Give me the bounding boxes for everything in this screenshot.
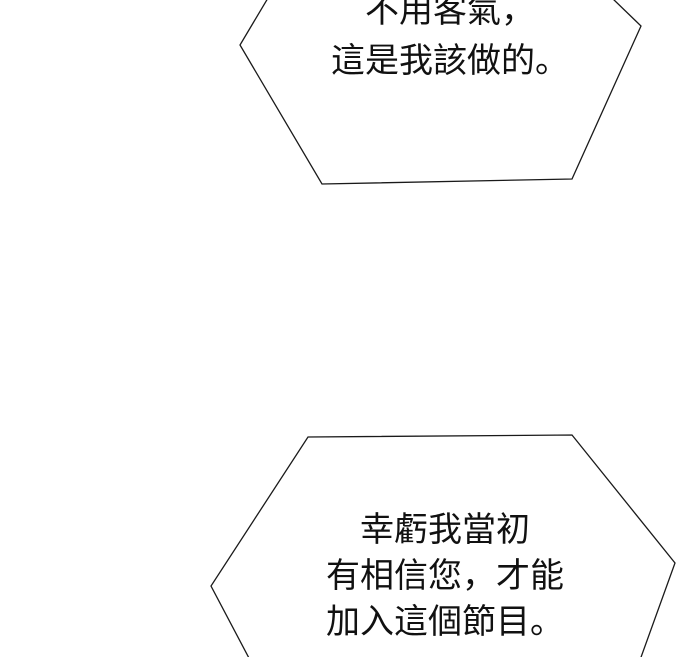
- dialogue-line: 這是我該做的。: [331, 41, 569, 81]
- speech-bubble-outline-bottom: [210, 434, 676, 657]
- dialogue-line: 幸虧我當初: [360, 510, 530, 550]
- speech-bubble-text-top: 不用客氣， 這是我該做的。: [300, 0, 600, 86]
- speech-bubble-outline-top: [239, 0, 642, 185]
- speech-bubble-text-bottom: 幸虧我當初 有相信您，才能 加入這個節目。: [290, 507, 600, 645]
- dialogue-line: 加入這個節目。: [326, 602, 564, 642]
- dialogue-line: 有相信您，才能: [326, 556, 564, 596]
- dialogue-line: 不用客氣，: [365, 0, 535, 31]
